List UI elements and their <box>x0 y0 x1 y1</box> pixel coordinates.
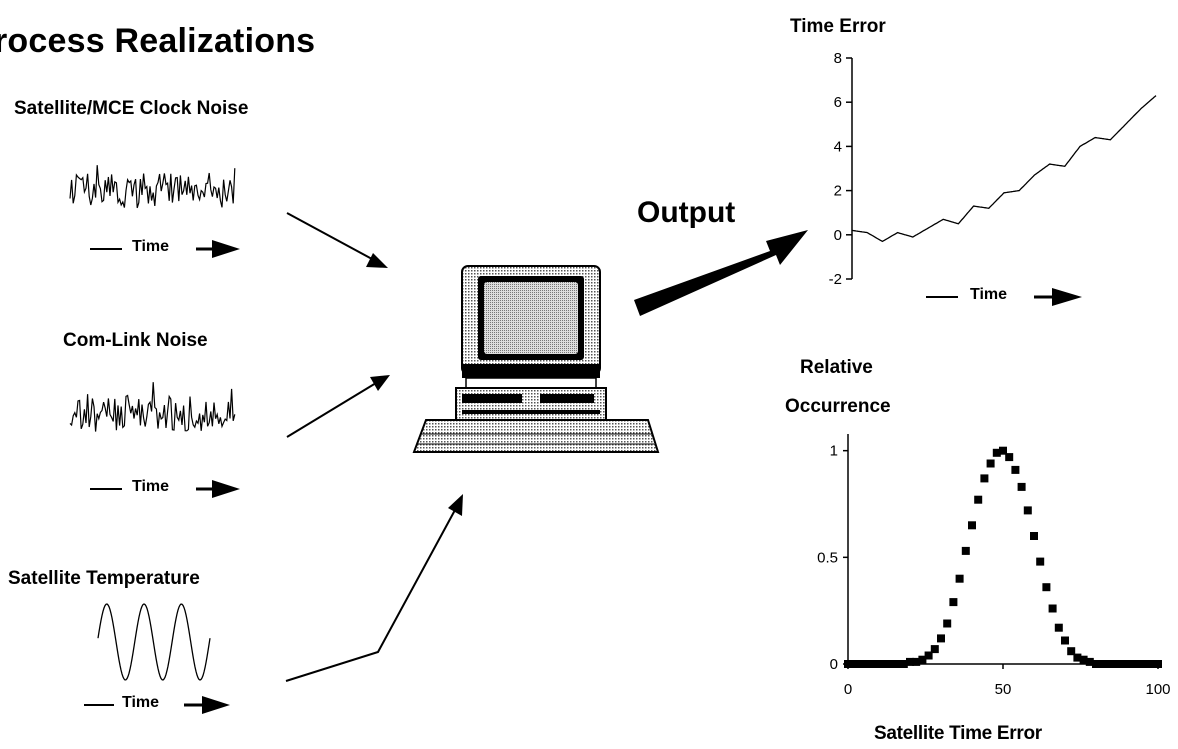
occurrence-data-point <box>862 660 871 668</box>
clock-noise-trace <box>69 165 236 209</box>
occurrence-data-point <box>1147 660 1156 668</box>
occurrence-data-point <box>1042 583 1051 592</box>
time-error-xlabel: Time <box>970 286 1008 303</box>
clock-noise-time-label: Time <box>132 238 170 255</box>
occurrence-label: Occurrence <box>785 396 891 417</box>
clock-to-computer-arrow <box>286 212 388 268</box>
occurrence-data-point <box>968 521 976 530</box>
occurrence-data-point <box>1073 653 1082 662</box>
occurrence-data-point <box>1036 557 1045 566</box>
time-error-ytick-label: 2 <box>834 183 842 200</box>
satellite-temperature-label: Satellite Temperature <box>8 568 200 589</box>
time-error-chart-title: Time Error <box>790 16 886 37</box>
relative-label: Relative <box>800 357 873 378</box>
histogram-xlabel: Satellite Time Error <box>874 723 1042 744</box>
occurrence-data-point <box>1141 660 1150 668</box>
occurrence-data-point <box>887 660 896 668</box>
com-link-time-label: Time <box>132 478 170 495</box>
occurrence-data-point <box>992 448 1001 457</box>
occurrence-data-point <box>930 645 939 654</box>
occurrence-chart: 1 0.5 00 50 100 <box>817 434 1171 698</box>
output-arrow <box>634 230 808 316</box>
com-link-time-arrow <box>90 480 240 498</box>
temperature-time-arrow <box>84 696 230 714</box>
occurrence-xtick-label: 100 <box>1145 681 1170 698</box>
time-error-time-arrow <box>926 288 1082 306</box>
occurrence-data-point <box>1104 660 1113 668</box>
occurrence-data-point <box>1110 660 1119 668</box>
occurrence-data-point <box>943 619 952 628</box>
time-error-ytick-label: 8 <box>834 50 842 67</box>
occurrence-data-point <box>1085 657 1094 666</box>
occurrence-data-point <box>955 574 964 583</box>
occurrence-data-point <box>850 660 859 668</box>
occurrence-data-point <box>1123 660 1131 668</box>
occurrence-data-point <box>1116 660 1125 668</box>
time-error-chart: 8 6 4 2 0 -2 <box>829 50 1157 288</box>
occurrence-xtick-label: 50 <box>995 681 1012 698</box>
occurrence-data-point <box>856 660 865 668</box>
occurrence-data-point <box>949 598 958 607</box>
occurrence-data-point <box>1092 660 1100 668</box>
occurrence-data-point <box>974 495 983 504</box>
occurrence-data-point <box>961 546 970 555</box>
clock-noise-label: Satellite/MCE Clock Noise <box>14 98 249 119</box>
occurrence-data-point <box>1079 655 1088 664</box>
occurrence-data-point <box>1030 532 1038 540</box>
occurrence-data-point <box>844 660 852 668</box>
time-error-ytick-label: 6 <box>834 94 842 111</box>
occurrence-data-point <box>924 651 933 660</box>
occurrence-data-point <box>1054 623 1063 632</box>
occurrence-data-point <box>980 474 989 483</box>
occurrence-data-point <box>1154 660 1162 668</box>
com-link-to-computer-arrow <box>286 375 390 438</box>
occurrence-data-point <box>906 657 914 666</box>
occurrence-data-point <box>937 634 945 643</box>
output-label: Output <box>637 196 736 229</box>
occurrence-ytick-label: 1 <box>830 443 838 460</box>
temperature-to-computer-arrow <box>285 494 463 682</box>
occurrence-data-point <box>1129 660 1138 668</box>
occurrence-ytick-label: 0.5 <box>817 549 838 566</box>
time-error-ytick-label: 0 <box>834 227 842 244</box>
occurrence-data-point <box>986 459 995 468</box>
occurrence-data-point <box>893 660 902 668</box>
occurrence-data-point <box>1098 660 1107 668</box>
desktop-computer-icon <box>412 265 660 453</box>
occurrence-data-point <box>999 446 1007 455</box>
occurrence-data-point <box>1017 482 1026 491</box>
occurrence-data-point <box>1023 506 1032 515</box>
clock-time-arrow <box>90 240 240 258</box>
occurrence-data-point <box>881 660 890 668</box>
page-title: rocess Realizations <box>0 22 316 60</box>
time-error-series-line <box>851 95 1157 243</box>
occurrence-data-point <box>1005 453 1014 462</box>
occurrence-data-point <box>868 660 877 668</box>
com-link-noise-trace <box>69 382 236 432</box>
occurrence-data-point <box>1011 465 1020 474</box>
occurrence-data-point <box>1067 647 1076 656</box>
occurrence-data-point <box>918 655 927 664</box>
temperature-sine-trace <box>97 603 211 681</box>
occurrence-data-point <box>1048 604 1057 613</box>
time-error-ytick-label: 4 <box>834 138 842 155</box>
occurrence-data-point <box>912 657 921 666</box>
occurrence-data-point <box>875 660 883 668</box>
temperature-time-label: Time <box>122 694 160 711</box>
time-error-ytick-label: -2 <box>829 271 842 288</box>
occurrence-data-point <box>899 660 908 668</box>
occurrence-ytick-label: 0 <box>830 656 838 673</box>
com-link-noise-label: Com-Link Noise <box>63 330 208 351</box>
occurrence-xtick-label: 0 <box>844 681 852 698</box>
occurrence-data-point <box>1061 636 1069 645</box>
occurrence-data-point <box>1135 660 1144 668</box>
